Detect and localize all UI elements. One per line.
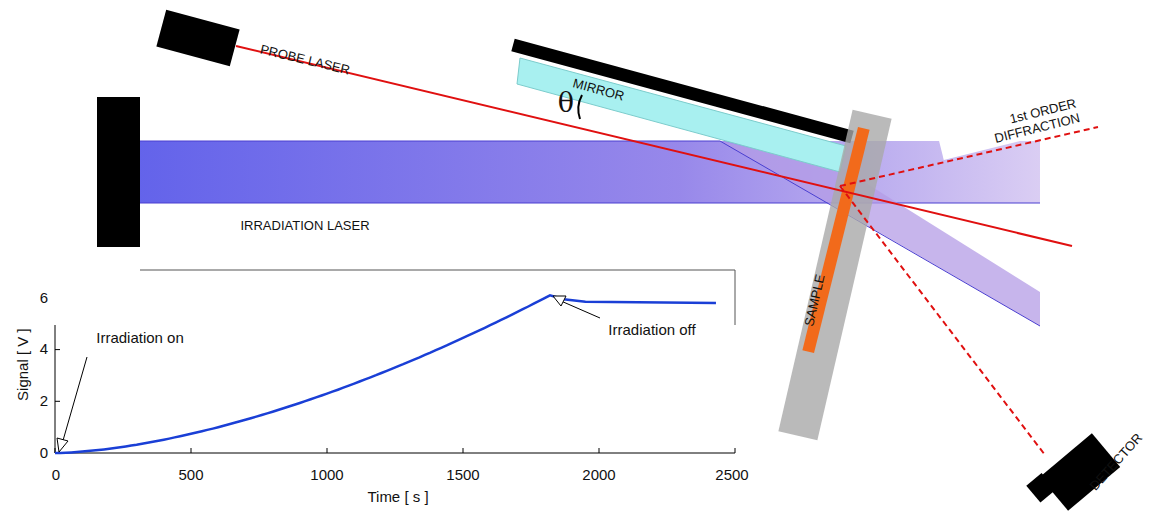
tick-label: 2000 bbox=[582, 466, 615, 483]
axis-title: Signal [ V ] bbox=[13, 329, 30, 402]
sample-holder bbox=[778, 110, 891, 441]
tick-label: 2500 bbox=[715, 466, 748, 483]
axis-tick bbox=[735, 448, 736, 453]
axis-tick bbox=[599, 448, 600, 453]
tick-label: 6 bbox=[40, 289, 48, 306]
laser-source bbox=[97, 97, 140, 247]
axis-tick bbox=[327, 448, 328, 453]
probe-laser-body bbox=[156, 10, 239, 66]
annotation: Irradiation on bbox=[96, 329, 184, 346]
beam-edge bbox=[140, 203, 1040, 204]
tick-label: 4 bbox=[40, 340, 48, 357]
axis-tick bbox=[55, 401, 60, 402]
tick-label: 1000 bbox=[310, 466, 343, 483]
axis-tick bbox=[463, 448, 464, 453]
annotation: Irradiation off bbox=[608, 321, 695, 338]
mirror-glass bbox=[517, 58, 846, 172]
tick-label: 0 bbox=[40, 444, 48, 461]
sample-film bbox=[802, 127, 869, 353]
tick-label: 0 bbox=[52, 466, 60, 483]
tick-label: 500 bbox=[178, 466, 203, 483]
tick-label: 1500 bbox=[446, 466, 479, 483]
chart bbox=[55, 270, 735, 453]
mirror-mount bbox=[513, 45, 852, 137]
axis-title: Time [ s ] bbox=[367, 488, 428, 505]
tick-label: 2 bbox=[40, 392, 48, 409]
angle-symbol: θ bbox=[558, 87, 574, 118]
diffracted-beam bbox=[840, 186, 1045, 455]
probe-laser-label: PROBE LASER bbox=[259, 42, 352, 78]
irradiation-beam bbox=[140, 141, 1040, 203]
axis-tick bbox=[191, 448, 192, 453]
axis-tick bbox=[55, 349, 60, 350]
angle-arc bbox=[578, 95, 582, 119]
irradiation-label: IRRADIATION LASER bbox=[240, 219, 369, 234]
